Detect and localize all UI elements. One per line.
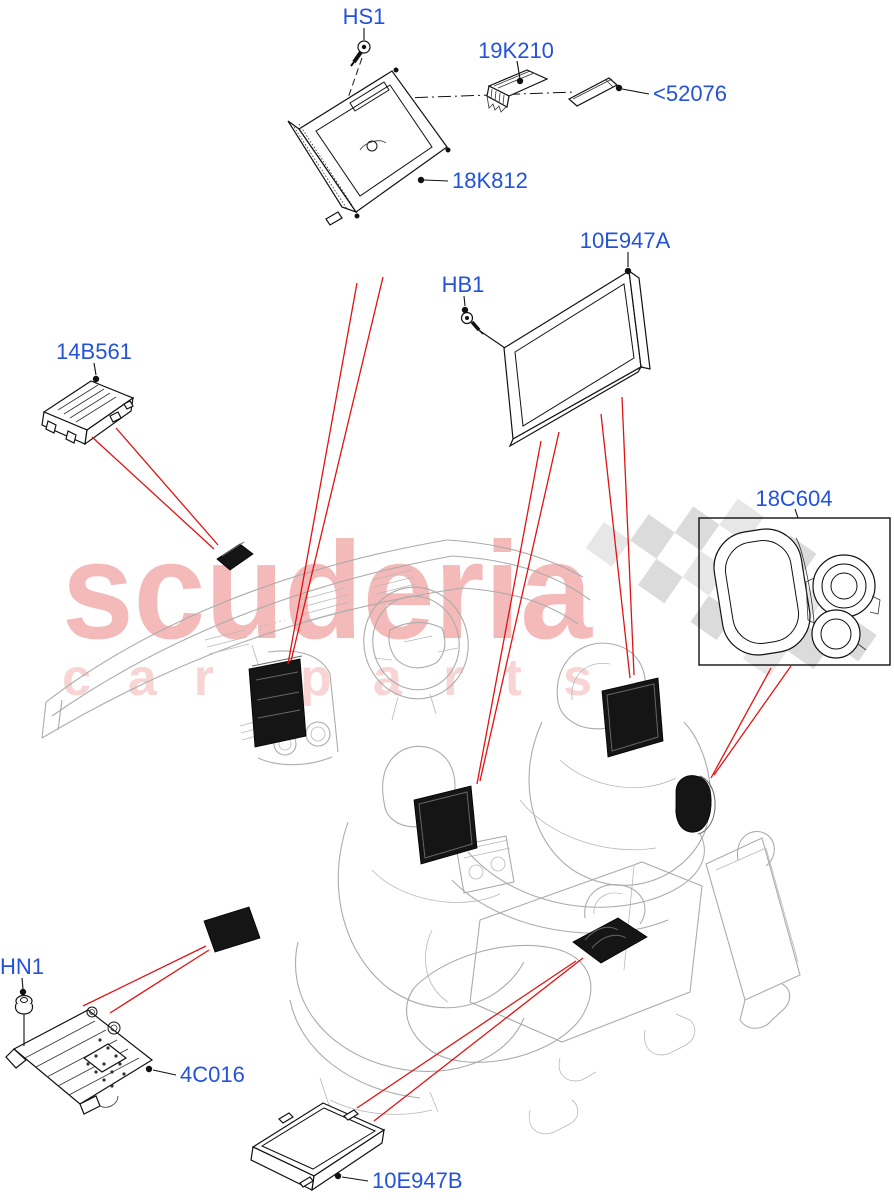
part-module-19K210: [486, 69, 549, 113]
under-seat-module: [203, 906, 261, 953]
part-trim-52076: [567, 77, 619, 107]
part-label-HS1[interactable]: HS1: [343, 4, 386, 29]
checker-square: [630, 514, 675, 559]
watermark: scuderia car parts: [62, 514, 593, 707]
assembly-centerlines: [340, 57, 577, 119]
part-screen-10E947A: [503, 269, 651, 448]
part-label-4C016[interactable]: 4C016: [180, 1062, 245, 1087]
callout-18C604: 18C604: [755, 486, 833, 519]
part-head-unit-18K812: [287, 67, 451, 226]
red-leader-lines: [82, 276, 792, 1122]
part-nut-HN1: [14, 994, 34, 1046]
callout-4C016: 4C016: [145, 1062, 245, 1087]
callout-HN1: HN1: [0, 954, 44, 996]
in-dash-head-unit: [248, 658, 307, 748]
part-label-52076[interactable]: <52076: [653, 81, 727, 106]
right-seatback-screen: [601, 677, 664, 758]
part-screw-HB1: [460, 311, 506, 349]
part-label-10E947B[interactable]: 10E947B: [372, 1168, 463, 1193]
callout-52076: <52076: [615, 81, 727, 106]
callout-18K812: 18K812: [417, 168, 528, 193]
part-label-HB1[interactable]: HB1: [442, 272, 485, 297]
callout-HS1: HS1: [343, 4, 386, 40]
watermark-brand-text: scuderia: [62, 514, 593, 668]
part-label-10E947A[interactable]: 10E947A: [580, 228, 671, 253]
checker-square: [585, 522, 631, 567]
callout-10E947B: 10E947B: [334, 1168, 463, 1193]
part-label-HN1[interactable]: HN1: [0, 954, 44, 979]
part-module-10E947B: [250, 1102, 386, 1192]
part-label-14B561[interactable]: 14B561: [56, 339, 132, 364]
part-label-18K812[interactable]: 18K812: [452, 168, 528, 193]
part-label-19K210[interactable]: 19K210: [478, 38, 554, 63]
checker-square: [638, 558, 683, 604]
left-seatback-screen: [413, 785, 478, 865]
part-screw-HS1: [350, 40, 371, 67]
rear-seat-module: [572, 917, 648, 964]
callout-14B561: 14B561: [56, 339, 132, 383]
checker-square: [674, 506, 720, 551]
side-trim-speaker: [675, 775, 712, 833]
callout-10E947A: 10E947A: [580, 228, 671, 275]
callout-HB1: HB1: [442, 272, 485, 314]
part-label-18C604[interactable]: 18C604: [755, 486, 832, 511]
callout-19K210: 19K210: [478, 38, 554, 85]
part-speaker-kit-18C604: [698, 517, 891, 666]
part-module-14B561: [41, 380, 135, 446]
installed-components: [203, 541, 716, 964]
part-amplifier-4C016: [5, 1006, 154, 1115]
vehicle-interior-drawing: [41, 539, 801, 1135]
